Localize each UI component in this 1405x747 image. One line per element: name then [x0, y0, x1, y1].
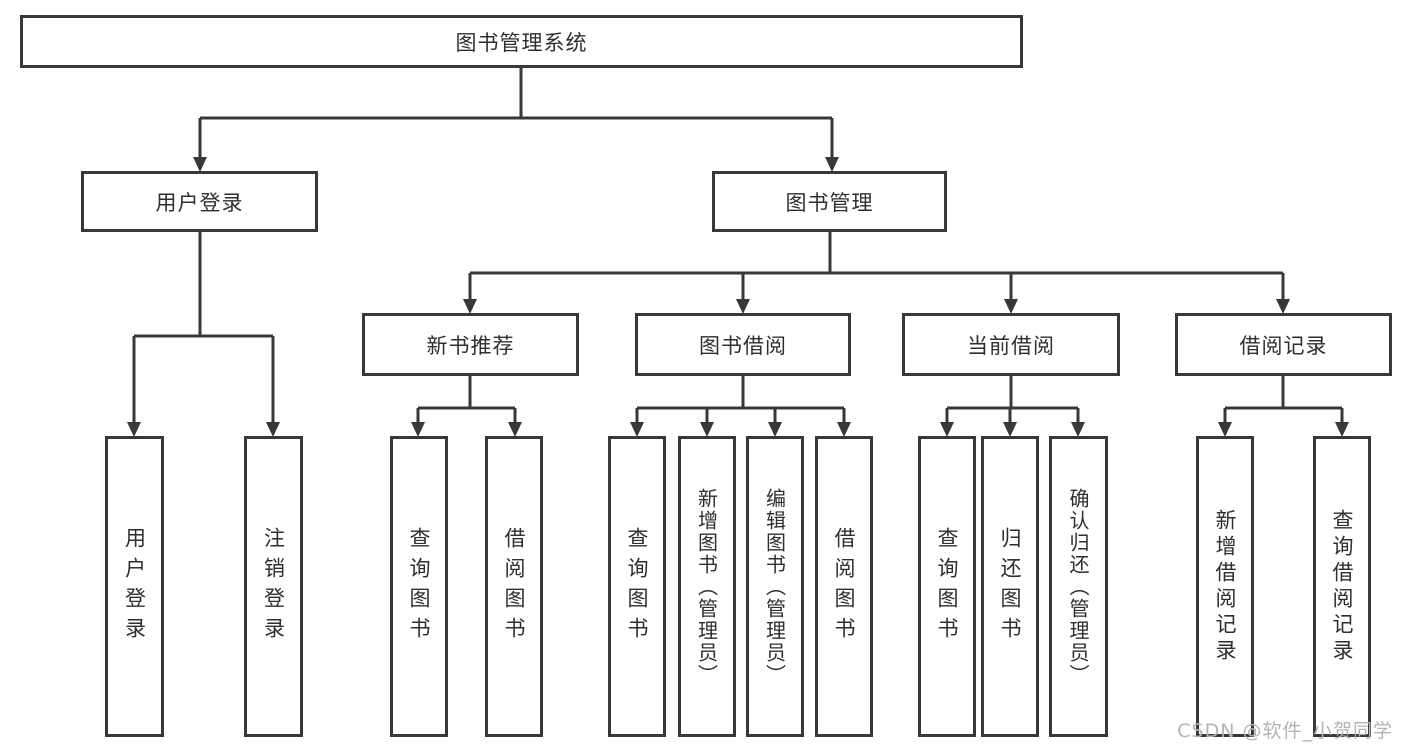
leaf-query-borrow-record: 查询借阅记录	[1313, 436, 1371, 737]
node-new-book-recommend: 新书推荐	[362, 313, 579, 376]
leaf-add-books-admin: 新增图书（管理员）	[678, 436, 736, 737]
node-book-management: 图书管理	[712, 171, 947, 232]
node-root-system: 图书管理系统	[20, 15, 1023, 68]
leaf-edit-books-admin: 编辑图书（管理员）	[746, 436, 804, 737]
leaf-query-books-current: 查询图书	[918, 436, 976, 737]
leaf-query-books-recommend: 查询图书	[390, 436, 448, 737]
node-borrow-records: 借阅记录	[1175, 313, 1392, 376]
leaf-confirm-return-admin: 确认归还（管理员）	[1049, 436, 1108, 737]
watermark-csdn: CSDN @软件_小贺同学	[1177, 720, 1393, 742]
leaf-borrow-books-recommend: 借阅图书	[485, 436, 543, 737]
leaf-return-books: 归还图书	[981, 436, 1039, 737]
leaf-user-login: 用户登录	[105, 436, 164, 737]
node-user-login: 用户登录	[81, 171, 318, 232]
leaf-query-books-borrow: 查询图书	[608, 436, 666, 737]
leaf-logout-login: 注销登录	[244, 436, 303, 737]
leaf-add-borrow-record: 新增借阅记录	[1196, 436, 1254, 737]
node-book-borrow: 图书借阅	[635, 313, 851, 376]
leaf-borrow-books-borrow: 借阅图书	[815, 436, 873, 737]
node-current-borrow: 当前借阅	[902, 313, 1120, 376]
